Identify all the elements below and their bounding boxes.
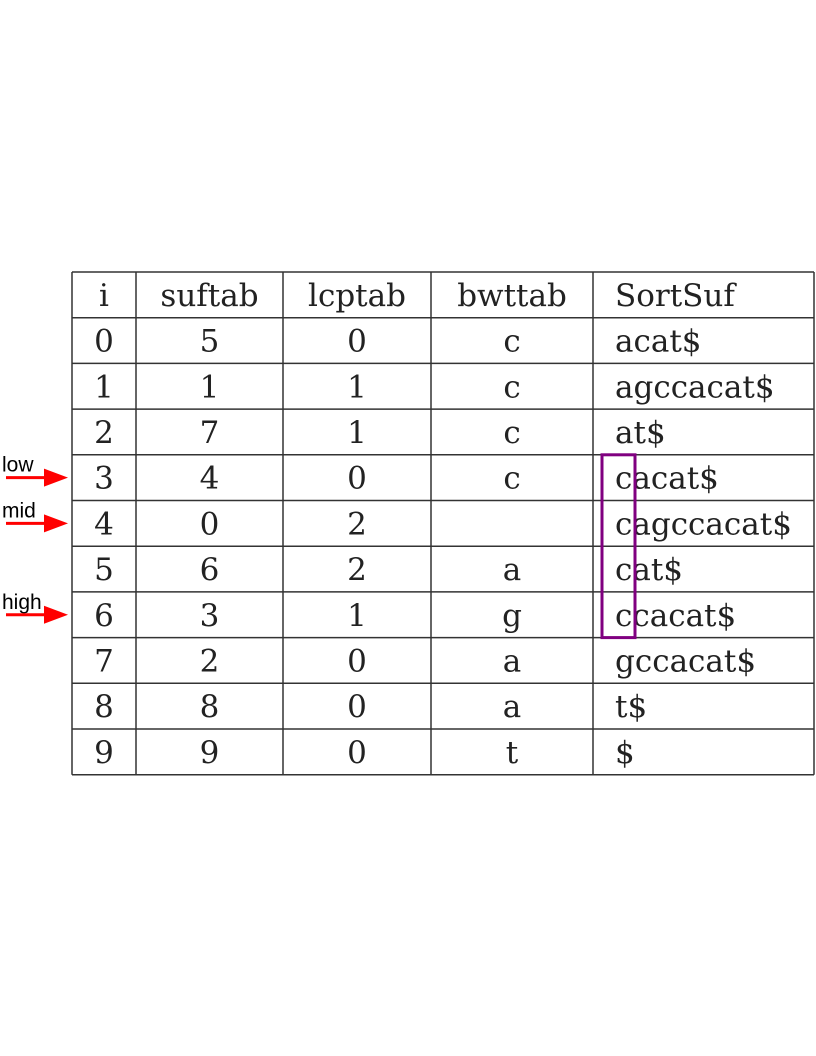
table-cell: 6 (94, 598, 114, 634)
table-cell: c (503, 415, 520, 451)
table-cell: 5 (94, 552, 114, 588)
table-cell: a (503, 643, 521, 679)
table-cell: 1 (347, 598, 367, 634)
column-header: suftab (160, 278, 258, 314)
table-cell: t (506, 735, 519, 771)
table-cell: ccacat$ (615, 598, 736, 634)
table-cell: 4 (94, 506, 114, 542)
table-cell: g (502, 598, 522, 634)
table-cell: 9 (200, 735, 220, 771)
table-cell: at$ (615, 415, 666, 451)
table-cell: 0 (347, 324, 367, 360)
table-cell: cacat$ (615, 461, 719, 497)
table-cell: cat$ (615, 552, 683, 588)
table-cell: 3 (94, 461, 114, 497)
table-cell: cagccacat$ (615, 506, 792, 542)
arrow-head (44, 514, 68, 533)
pointer-label: mid (2, 499, 36, 522)
pointer-label: high (2, 591, 42, 614)
pointer-mid: mid (2, 499, 68, 533)
table-cell: 6 (200, 552, 220, 588)
table-cell: 0 (200, 506, 220, 542)
table-cell: a (503, 552, 521, 588)
column-header: SortSuf (615, 278, 737, 314)
table-cell: a (503, 689, 521, 725)
table-cell: $ (615, 735, 635, 771)
first-char-highlight-rect (600, 453, 637, 640)
column-header: bwttab (457, 278, 567, 314)
table-cell: 2 (347, 552, 367, 588)
column-header: lcptab (308, 278, 406, 314)
pointer-high: high (2, 591, 68, 624)
pointer-arrows: low mid high (2, 454, 68, 624)
table-cell: c (503, 461, 520, 497)
table-cell: 0 (347, 643, 367, 679)
column-header: i (99, 278, 109, 314)
table-cell: 1 (94, 369, 114, 405)
table-cell: 8 (94, 689, 114, 725)
pointer-low: low (2, 454, 68, 487)
table-cell: 1 (347, 415, 367, 451)
table-cell: acat$ (615, 324, 702, 360)
table-cell: 9 (94, 735, 114, 771)
table-cell: gccacat$ (615, 643, 756, 679)
table-cell: 3 (200, 598, 220, 634)
table-cell: 1 (347, 369, 367, 405)
table-cell: 2 (200, 643, 220, 679)
table-cell: c (503, 324, 520, 360)
table-cell: 2 (94, 415, 114, 451)
table-cell: 0 (94, 324, 114, 360)
highlight-box (600, 453, 637, 640)
table-cell: 0 (347, 689, 367, 725)
table-cell: 4 (200, 461, 220, 497)
arrow-head (44, 468, 68, 487)
table-cell: 7 (200, 415, 220, 451)
table-cell: agccacat$ (615, 369, 775, 405)
arrow-head (44, 605, 68, 624)
table-grid (71, 271, 815, 776)
table-cell: 7 (94, 643, 114, 679)
table-cell: 0 (347, 735, 367, 771)
table-cell: c (503, 369, 520, 405)
table-cell: 1 (200, 369, 220, 405)
table-cell: 8 (200, 689, 220, 725)
pointer-label: low (2, 454, 34, 477)
table-cell: 0 (347, 461, 367, 497)
table-cell: t$ (615, 689, 647, 725)
table-cell: 2 (347, 506, 367, 542)
table-cell: 5 (200, 324, 220, 360)
